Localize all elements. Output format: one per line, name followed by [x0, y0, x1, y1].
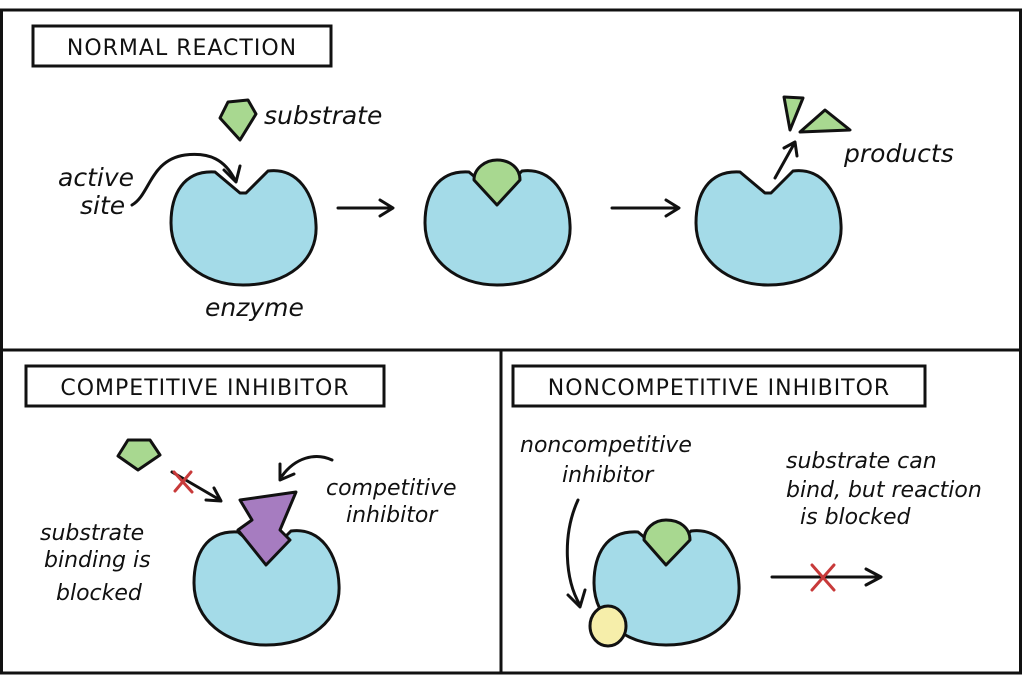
active-site-arrowhead [222, 164, 242, 184]
products-release-arrow [773, 140, 799, 180]
panel-noncompetitive-inhibitor: NONCOMPETITIVE INHIBITOR noncompetitive … [511, 364, 982, 648]
noncompetitive-inhibitor-arrow [565, 498, 582, 607]
free-substrate [116, 438, 162, 472]
active-site-label-line1: active [58, 163, 134, 192]
competitive-inhibitor-label-line2: inhibitor [346, 503, 439, 528]
noncompetitive-note-line3: is blocked [800, 505, 911, 530]
blocked-label-line1: substrate [40, 521, 144, 546]
reaction-arrow-1 [336, 198, 395, 218]
blocked-mark-icon [172, 470, 194, 494]
noncompetitive-title: NONCOMPETITIVE INHIBITOR [548, 376, 890, 401]
substrate-shape [218, 98, 258, 142]
enzyme-3 [694, 169, 843, 287]
substrate-label: substrate [264, 101, 382, 130]
active-site-arrow [130, 152, 237, 207]
blocked-label-line3: blocked [56, 581, 143, 606]
active-site-label-line2: site [80, 191, 125, 220]
competitive-inhibitor-shape [236, 490, 298, 567]
outer-border [0, 8, 1022, 675]
product-1 [782, 95, 805, 132]
noncompetitive-note-line2: bind, but reaction [786, 478, 982, 503]
blocked-label-line2: binding is [44, 548, 151, 573]
competitive-inhibitor-arrowhead [278, 462, 296, 482]
noncompetitive-inhibitor-shape [588, 604, 628, 648]
competitive-inhibitor-label-line1: competitive [326, 476, 457, 501]
noncompetitive-title-box [511, 364, 927, 408]
noncompetitive-inhibitor-label-line2: inhibitor [562, 463, 655, 488]
reaction-arrow-2 [610, 198, 681, 218]
panel-competitive-inhibitor: COMPETITIVE INHIBITOR competitive inhibi… [24, 364, 457, 647]
products-label: products [843, 139, 954, 168]
blocked-reaction-mark-icon [810, 563, 836, 592]
panel-borders [0, 8, 1022, 675]
normal-title: NORMAL REACTION [67, 36, 297, 61]
enzyme-1 [169, 169, 318, 287]
noncompetitive-note-line1: substrate can [786, 449, 937, 474]
normal-title-box [31, 24, 333, 68]
bound-substrate [472, 158, 522, 207]
competitive-title: COMPETITIVE INHIBITOR [60, 376, 349, 401]
blocked-reaction-arrow [770, 567, 883, 587]
enzyme-label: enzyme [205, 293, 304, 322]
noncompetitive-inhibitor-label-line1: noncompetitive [520, 433, 692, 458]
competitive-title-box [24, 364, 386, 408]
bound-substrate-noncompetitive [642, 518, 692, 567]
product-2 [798, 108, 852, 134]
panel-normal-reaction: NORMAL REACTION substrate active site en… [31, 24, 954, 322]
competitive-inhibitor-arrow [280, 455, 334, 478]
noncompetitive-inhibitor-arrowhead [566, 588, 587, 609]
